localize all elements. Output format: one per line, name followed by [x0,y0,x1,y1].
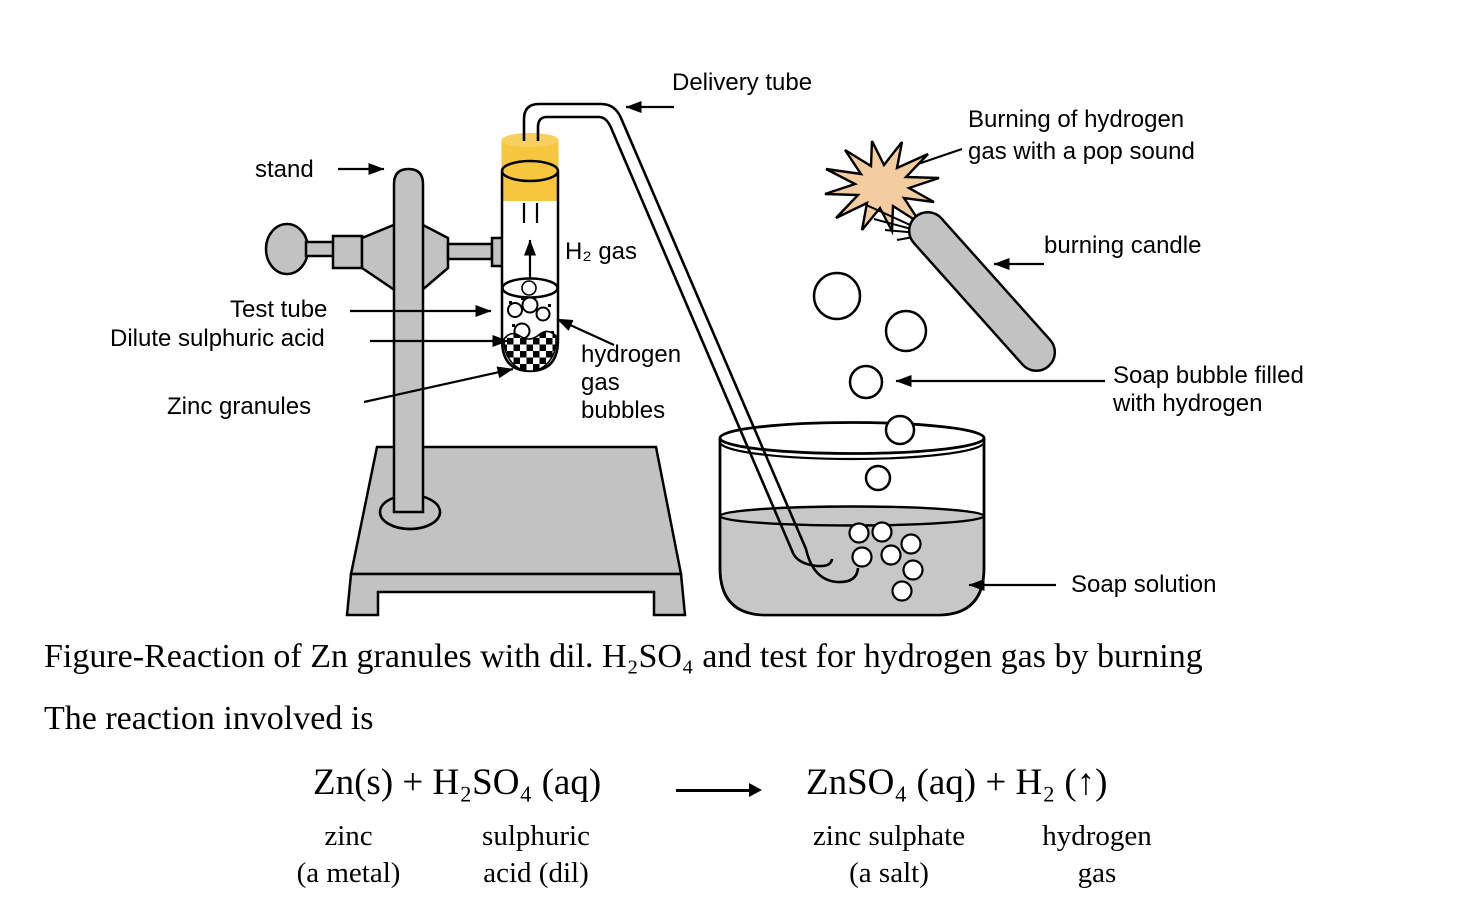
clamp-knob [264,222,310,276]
soap-bubble [848,364,884,400]
term-desc: acid (dil) [483,857,589,889]
clamp-arm [446,242,494,261]
zinc-granules-arrow [363,366,514,404]
beaker-rim-lip [718,441,986,461]
clamp-screw-bar [304,240,336,258]
zinc-granules-mass [503,330,557,372]
equation-lhs: Zn(s) + H₂SO₄ (aq) [313,762,602,803]
term-name: zinc sulphate [812,820,966,852]
soap-bubble [848,522,870,544]
soap-bubble [871,521,893,543]
equation-term-zinc-sulphate: zinc sulphate (a salt) [795,818,983,892]
equation-term-zinc: zinc (a metal) [266,818,431,892]
soap-solution-surface [718,505,986,527]
test-tube-mouth [500,159,560,183]
cork-stopper [501,139,559,201]
soap-bubble [851,546,873,568]
retort-stand [264,167,687,617]
cork-stopper-top [501,133,559,147]
delivery-tube-outer [522,102,860,584]
rising-bubbles [812,271,928,492]
reaction-intro: The reaction involved is [44,700,374,737]
stand-socket-front-arc [378,511,442,531]
equation-term-sulphuric-acid: sulphuric acid (dil) [450,818,622,892]
gas-bubble [535,306,551,322]
soap-bubble [902,559,924,581]
leader-arrows [338,101,1105,591]
test-tube-label: Test tube [230,296,327,323]
soap-bubble-label-line1: Soap bubble filled [1113,362,1304,389]
clamp-cone-right [419,221,450,294]
soap-bubble [891,580,913,602]
term-desc: gas [1077,857,1117,889]
soap-bubble [864,464,892,492]
figure-caption: Figure-Reaction of Zn granules with dil.… [44,638,1203,675]
burning-pop-label-line1: Burning of hydrogen [968,106,1184,133]
hydrogen-bubbles-arrow [556,317,615,347]
soap-bubble [884,309,928,353]
beaker-rim [718,421,986,455]
equation-rhs: ZnSO₄ (aq) + H₂ (↑) [806,762,1108,803]
soap-bubble [812,271,862,321]
delivery-tube-inner [536,115,834,568]
soap-solution-label: Soap solution [1071,571,1216,598]
gas-bubble [507,302,523,318]
burning-candle-stick [907,210,1057,373]
hydrogen-bubbles-label-line3: bubbles [581,397,665,424]
soap-bubble-label-line2: with hydrogen [1112,390,1262,417]
hydrogen-bubbles-label-line1: hydrogen [581,341,681,368]
term-desc: (a salt) [849,857,929,889]
soap-bubble [884,414,916,446]
gas-bubble [521,280,537,296]
delivery-tube-label: Delivery tube [672,69,812,96]
term-name: sulphuric [482,820,590,852]
term-name: hydrogen [1042,820,1152,852]
clamp-block [331,234,364,270]
burning-pop-label-line2: gas with a pop sound [968,138,1195,165]
reaction-arrow-icon [676,783,762,796]
term-name: zinc [324,820,373,852]
soap-bubble [880,544,902,566]
clamp-cone-left [360,222,398,294]
zinc-granules-label: Zinc granules [167,393,311,420]
gas-bubble [521,296,539,314]
burning-pop-leader [917,147,963,166]
h2-gas-label: H₂ gas [565,238,637,265]
dilute-acid-label: Dilute sulphuric acid [110,325,325,352]
soap-bubble [900,533,922,555]
burning-candle-label: burning candle [1044,232,1201,259]
acid-bubbles [507,296,551,340]
hydrogen-bubbles-label-line2: gas [581,369,620,396]
solution-bubbles [848,521,924,602]
term-desc: (a metal) [296,857,401,889]
stand-label: stand [255,156,314,183]
stand-base-feet [345,572,687,617]
apparatus-diagram: Delivery tube stand H₂ gas Test tube Dil… [110,69,1304,617]
equation-term-hydrogen-gas: hydrogen gas [1005,818,1189,892]
